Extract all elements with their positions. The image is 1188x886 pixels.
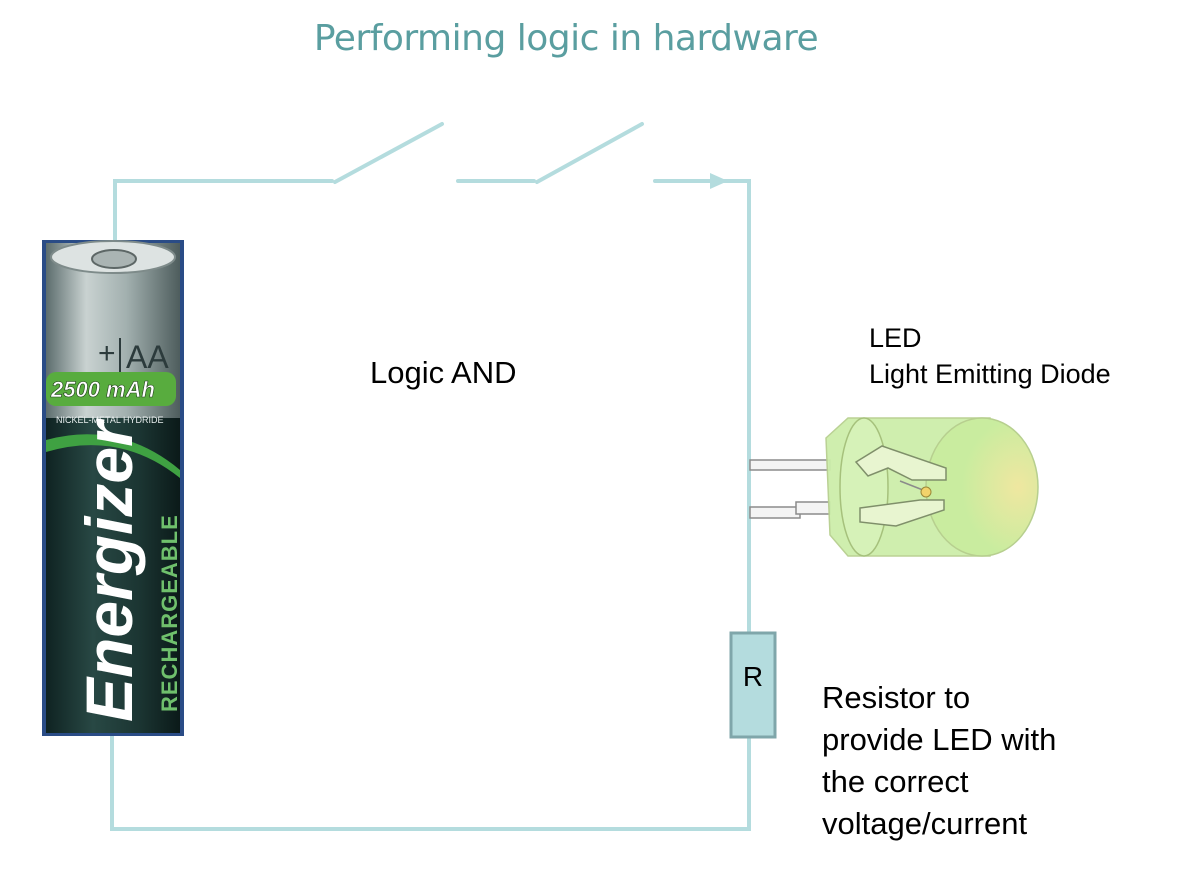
led-chip: [920, 486, 932, 498]
battery-capacity-text: 2500 mAh: [50, 377, 155, 402]
logic-and-label: Logic AND: [370, 355, 517, 390]
led-label: LED Light Emitting Diode: [869, 320, 1111, 392]
resistor-symbol: [729, 631, 777, 739]
battery-chemistry-text: NICKEL-METAL HYDRIDE: [56, 415, 164, 425]
resistor-desc-line3: the correct: [822, 764, 969, 799]
wire-right: [653, 179, 751, 634]
resistor-desc-line4: voltage/current: [822, 806, 1028, 841]
battery-size-text: AA: [126, 339, 169, 375]
led-label-line1: LED: [869, 323, 922, 353]
wire-top-left: [113, 179, 334, 264]
battery-terminal: [91, 249, 137, 269]
current-arrow-icon: [710, 173, 728, 189]
battery-image: + AA 2500 mAh NICKEL-METAL HYDRIDE Energ…: [42, 240, 184, 736]
switch-2-lever: [535, 122, 644, 184]
switch-1-lever: [333, 122, 444, 184]
battery-brand-text: Energizer: [72, 418, 146, 722]
led-image: [749, 417, 1039, 557]
slide-title: Performing logic in hardware: [313, 18, 819, 59]
svg-text:+: +: [98, 337, 116, 370]
resistor-desc-line2: provide LED with: [822, 722, 1057, 757]
resistor-desc-line1: Resistor to: [822, 680, 971, 715]
wire-bottom: [110, 733, 751, 831]
battery-type-text: RECHARGEABLE: [157, 514, 182, 712]
led-label-line2: Light Emitting Diode: [869, 359, 1111, 389]
resistor-description: Resistor to provide LED with the correct…: [822, 677, 1056, 845]
resistor-letter: R: [742, 661, 764, 692]
circuit-wires: [110, 122, 751, 831]
